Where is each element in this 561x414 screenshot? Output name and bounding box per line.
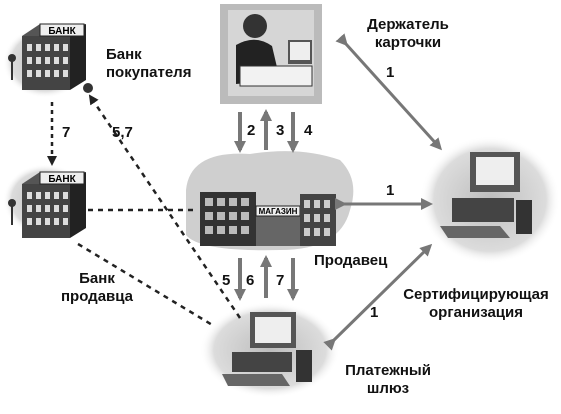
cardholder-ca-arrow: [335, 33, 443, 151]
gateway-label-line1: Платежный: [345, 362, 431, 379]
certification-authority-label: Сертифицирующая организация: [396, 286, 556, 322]
cardholder-icon: [220, 4, 322, 104]
cardholder-label-line2: карточки: [374, 34, 442, 51]
payment-gateway-label: Платежный шлюз: [338, 362, 438, 398]
merchant-label: Продавец: [314, 252, 388, 269]
ca-label-line1: Сертифицирующая: [403, 286, 549, 303]
seller-bank-sign: БАНК: [48, 174, 76, 185]
seller-bank-label-line2: продавца: [60, 288, 134, 305]
buyer-bank-sign: БАНК: [48, 26, 76, 37]
flow-number-gateway-ca: 1: [370, 304, 379, 321]
buyer-bank-label-line1: Банк: [106, 46, 142, 63]
merchant-sign: МАГАЗИН: [259, 207, 298, 216]
flow-number-2: 2: [247, 122, 256, 139]
gateway-ca-arrow: [323, 243, 433, 351]
flow-number-7: 7: [276, 272, 285, 289]
gateway-to-buyer-bank-link: [88, 94, 242, 319]
payment-gateway-icon: [200, 302, 340, 398]
flow-number-5: 5: [222, 272, 231, 289]
flow-number-3: 3: [276, 122, 285, 139]
merchant-icon: [186, 151, 354, 251]
gateway-label-line2: шлюз: [366, 380, 410, 397]
seller-bank-to-gateway-link: [77, 242, 215, 328]
seller-bank-label-line1: Банк: [79, 270, 115, 287]
cardholder-label: Держатель карточки: [358, 16, 458, 52]
buyer-bank-icon: [3, 23, 93, 98]
cardholder-label-line1: Держатель: [367, 16, 449, 33]
ca-label-line2: организация: [429, 304, 523, 321]
flow-number-buyer-bank-gateway: 5,7: [112, 124, 133, 141]
flow-number-cardholder-ca: 1: [386, 64, 395, 81]
buyer-bank-label-line2: покупателя: [106, 64, 192, 81]
flow-number-bank-link: 7: [62, 124, 71, 141]
seller-bank-icon: [3, 164, 87, 238]
buyer-bank-label: Банк покупателя: [106, 46, 191, 82]
certification-authority-icon: [420, 136, 560, 264]
flow-number-6: 6: [246, 272, 255, 289]
cardholder-merchant-arrows: [234, 109, 299, 153]
flow-number-4: 4: [304, 122, 313, 139]
flow-number-merchant-ca: 1: [386, 182, 395, 199]
seller-bank-label: Банк продавца: [52, 270, 142, 306]
merchant-gateway-arrows: [234, 255, 299, 301]
